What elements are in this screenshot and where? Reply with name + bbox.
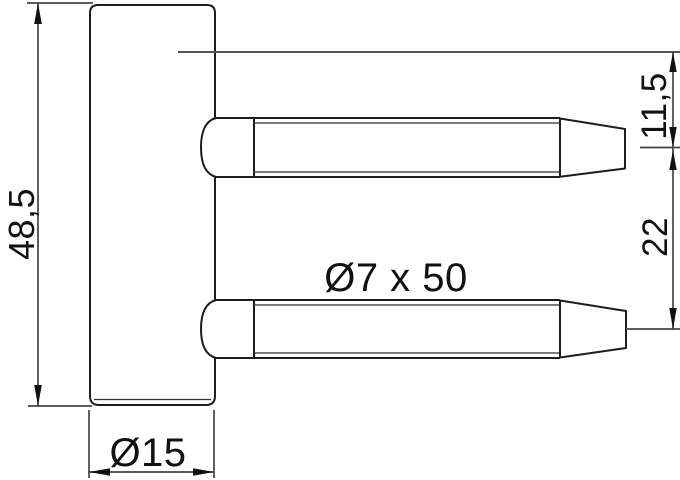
dim-pin-top-offset: 11,5 xyxy=(635,52,680,149)
top-pin xyxy=(200,117,626,178)
body-bottom-edge xyxy=(89,395,216,406)
hinge-body xyxy=(89,4,216,406)
body-outline-left-top-right xyxy=(89,4,216,396)
dim-offset-arrow-up xyxy=(669,52,677,72)
dim-spacing-arrow-down xyxy=(669,308,677,329)
dim-pin-spacing: 22 xyxy=(626,147,680,330)
top-pin-dome-cap xyxy=(200,117,217,178)
dim-height-arrow-down xyxy=(34,385,42,406)
dim-diameter-label: Ø15 xyxy=(109,431,186,475)
dim-offset-label: 11,5 xyxy=(635,72,674,140)
dim-overall-height: 48,5 xyxy=(1,2,93,407)
dim-height-label: 48,5 xyxy=(1,188,42,260)
bottom-pin-dome-cap xyxy=(200,299,217,359)
top-pin-tapered-tip xyxy=(559,117,626,178)
bottom-pin-tapered-tip xyxy=(559,299,627,359)
dim-spacing-arrow-up xyxy=(669,150,677,170)
dim-diameter-arrow-right xyxy=(193,468,214,476)
pin-spec-label: Ø7 x 50 xyxy=(324,256,468,300)
dim-spacing-label: 22 xyxy=(636,217,675,257)
dim-height-arrow-up xyxy=(34,3,42,24)
dim-offset-arrow-down xyxy=(669,127,677,148)
bottom-pin xyxy=(200,299,627,359)
dim-diameter-arrow-left xyxy=(89,468,110,476)
dim-body-diameter: Ø15 xyxy=(88,410,215,478)
